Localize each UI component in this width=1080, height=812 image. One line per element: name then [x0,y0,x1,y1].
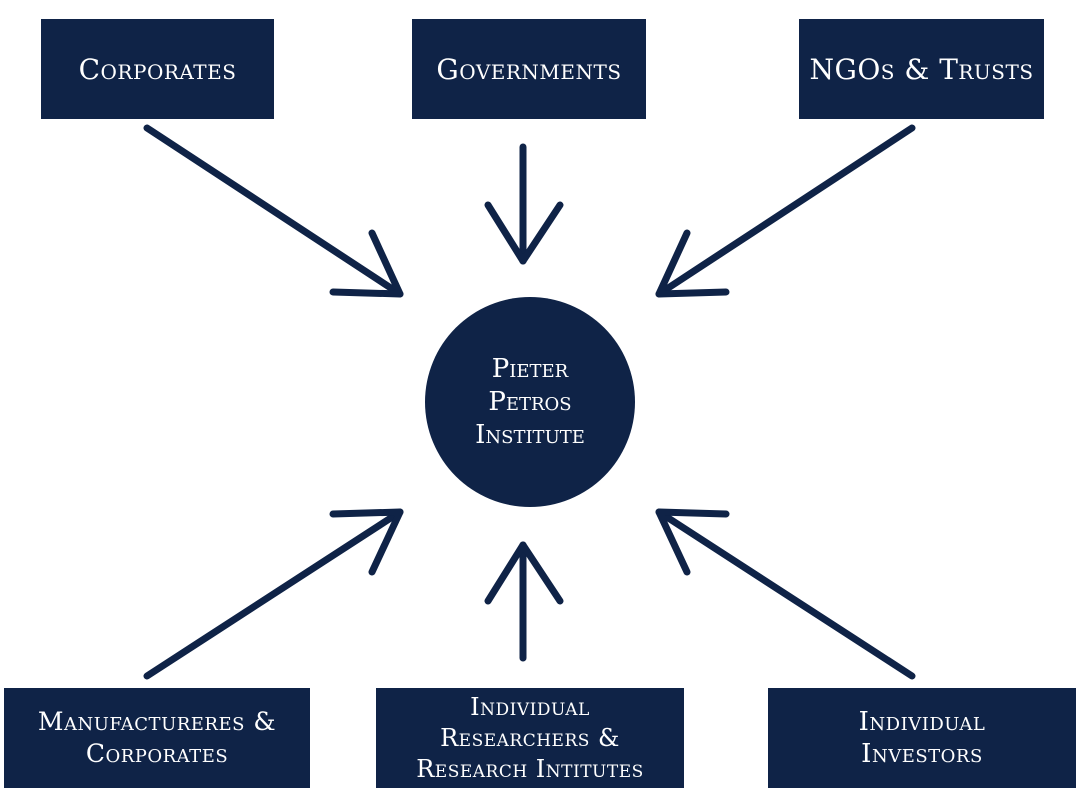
node-researchers-label-line-3: Research Intitutes [416,754,644,783]
node-corporates-label: Corporates [78,52,237,86]
arrow-investors [655,508,916,680]
arrow-governments [484,143,564,265]
node-manufacturers-corporates: Manufactureres & Corporates [4,688,310,788]
hub-pieter-petros-institute: Pieter Petros Institute [425,297,635,507]
hub-label-line-2: Petros [488,386,572,417]
hub-label-line-1: Pieter [491,353,569,384]
arrow-ngos [655,124,916,298]
node-individual-investors: Individual Investors [768,688,1076,788]
node-corporates: Corporates [41,19,274,119]
arrow-corporates [143,124,404,298]
node-manufacturers-label-line-2: Corporates [85,739,229,768]
node-manufacturers-label-line-1: Manufactureres & [37,707,277,736]
node-ngos-trusts: NGOs & Trusts [799,19,1044,119]
node-researchers-institutes: Individual Researchers & Research Intitu… [376,688,684,788]
node-researchers-label-line-2: Researchers & [440,723,620,752]
node-governments-label: Governments [436,52,622,86]
node-investors-label-line-2: Investors [861,739,983,769]
node-ngos-trusts-label: NGOs & Trusts [809,52,1034,86]
node-researchers-label-line-1: Individual [470,692,590,721]
node-investors-label-line-1: Individual [858,707,986,737]
arrow-manufacturers [143,508,404,680]
node-governments: Governments [412,19,646,119]
arrow-researchers [484,541,564,662]
hub-label-line-3: Institute [475,419,585,450]
